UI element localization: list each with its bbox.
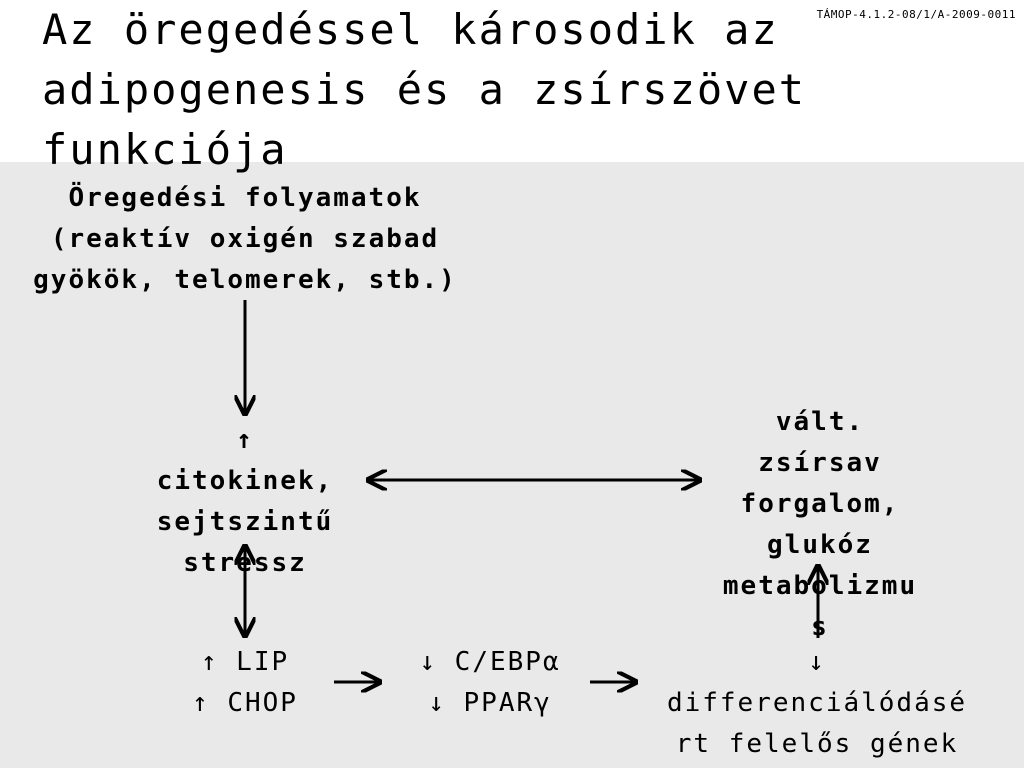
node-line: vált. xyxy=(775,407,865,437)
node-line: ↓ xyxy=(808,647,826,677)
node-line: zsírsav xyxy=(758,448,882,478)
node-line: Öregedési folyamatok xyxy=(68,183,422,213)
node-line: ↓ PPARγ xyxy=(428,688,552,718)
node-line: differenciálódásé xyxy=(666,688,968,718)
node-cytokines: ↑ citokinek, sejtszintű stressz xyxy=(120,420,370,584)
node-line: gyökök, telomerek, stb.) xyxy=(33,265,457,295)
node-line: ↓ C/EBPα xyxy=(419,647,561,677)
node-line: glukóz xyxy=(767,530,873,560)
header-area xyxy=(0,0,1024,162)
title-line: Az öregedéssel károsodik az xyxy=(42,5,779,54)
node-fatty-acid-metabolism: vált. zsírsav forgalom, glukóz metaboliz… xyxy=(690,402,950,648)
node-line: forgalom, xyxy=(740,489,900,519)
node-line: ↑ xyxy=(236,425,254,455)
node-line: sejtszintű xyxy=(156,507,334,537)
slide-id: TÁMOP-4.1.2-08/1/A-2009-0011 xyxy=(816,8,1016,21)
content-background xyxy=(0,162,1024,768)
node-lip-chop: ↑ LIP ↑ CHOP xyxy=(150,642,340,724)
title-line: adipogenesis és a zsírszövet xyxy=(42,65,807,114)
node-line: (reaktív oxigén szabad xyxy=(50,224,440,254)
node-line: citokinek, xyxy=(156,466,334,496)
node-line: metabolizmu xyxy=(722,571,918,601)
node-line: rt felelős gének xyxy=(675,729,959,759)
title-line: funkciója xyxy=(42,125,288,174)
node-line: stressz xyxy=(183,548,307,578)
node-line: ↑ CHOP xyxy=(192,688,298,718)
node-line: ↑ LIP xyxy=(200,647,290,677)
node-cebp-ppar: ↓ C/EBPα ↓ PPARγ xyxy=(375,642,605,724)
node-differentiation-genes: ↓ differenciálódásé rt felelős gének xyxy=(632,642,1002,765)
node-aging-processes: Öregedési folyamatok (reaktív oxigén sza… xyxy=(0,178,500,301)
slide-title: Az öregedéssel károsodik az adipogenesis… xyxy=(42,0,942,180)
